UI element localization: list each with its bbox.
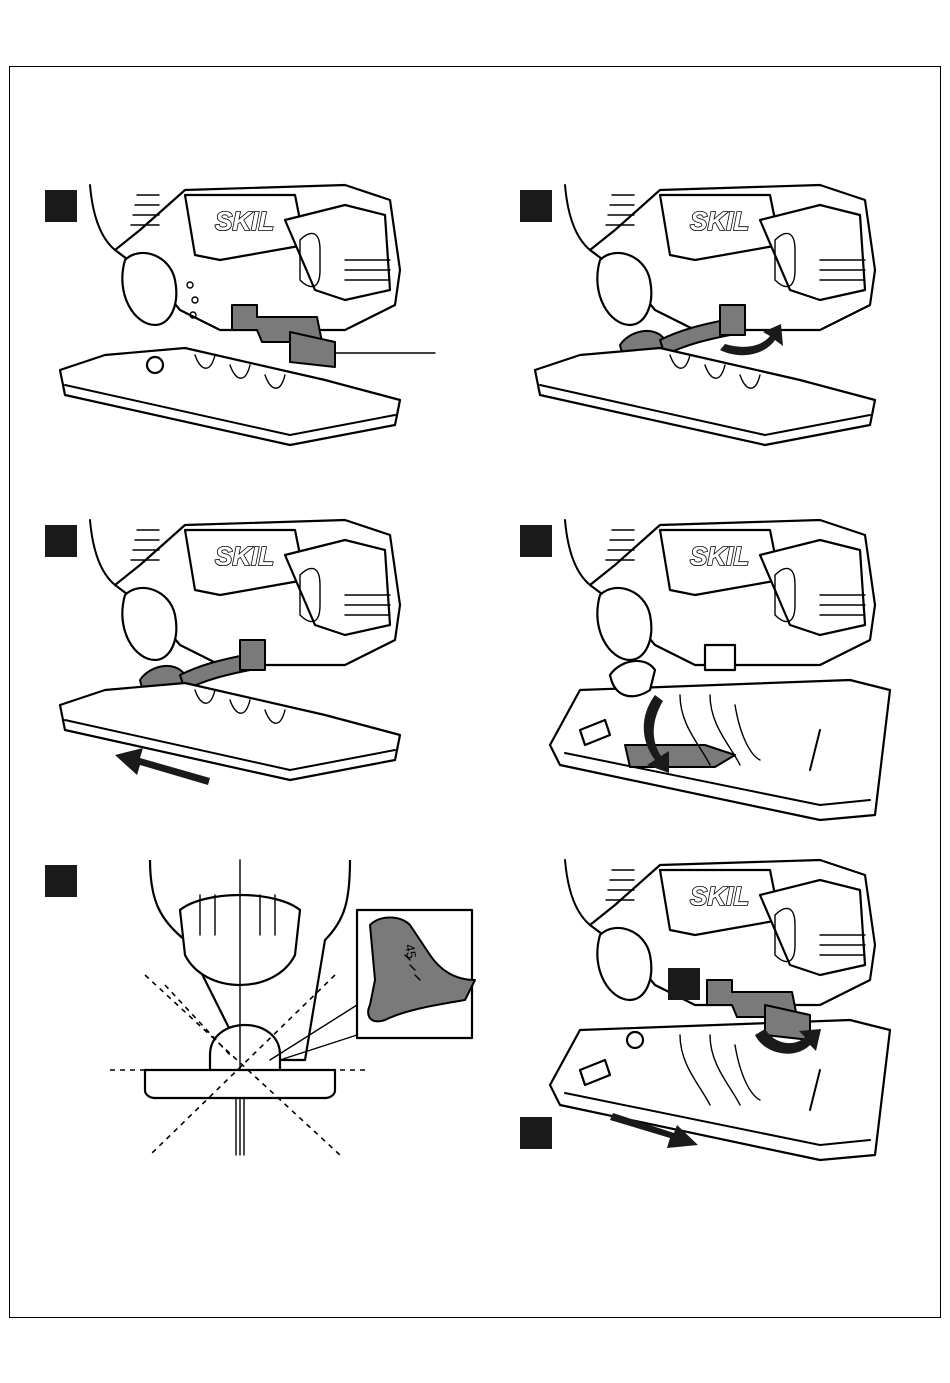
figure-2: SKIL [520,180,920,460]
figure-5: 45 [45,855,485,1165]
brand-logo: SKIL [690,881,749,911]
figure-marker-4 [520,525,552,557]
figure-marker-5 [45,865,77,897]
figure-marker-6a [668,968,700,1000]
brand-logo: SKIL [690,206,749,236]
jigsaw-lever-locked-drawing: SKIL [45,180,445,460]
figure-6: SKIL [520,855,920,1165]
figure-marker-3 [45,525,77,557]
figure-1: SKIL [45,180,445,460]
brand-logo: SKIL [690,541,749,571]
figure-marker-2 [520,190,552,222]
jigsaw-front-bevel-drawing: 45 [45,855,485,1165]
brand-logo: SKIL [215,206,274,236]
jigsaw-plate-slide-back-drawing: SKIL [45,515,445,795]
figure-marker-1 [45,190,77,222]
bevel-scale-label: 45 [402,943,419,960]
figure-3: SKIL [45,515,445,795]
brand-logo: SKIL [215,541,274,571]
jigsaw-lever-unlocked-drawing: SKIL [520,180,920,460]
figure-marker-6b [520,1117,552,1149]
jigsaw-plate-slide-forward-drawing: SKIL [520,855,920,1165]
jigsaw-plate-tilted-drawing: SKIL [520,515,920,825]
figure-4: SKIL [520,515,920,825]
